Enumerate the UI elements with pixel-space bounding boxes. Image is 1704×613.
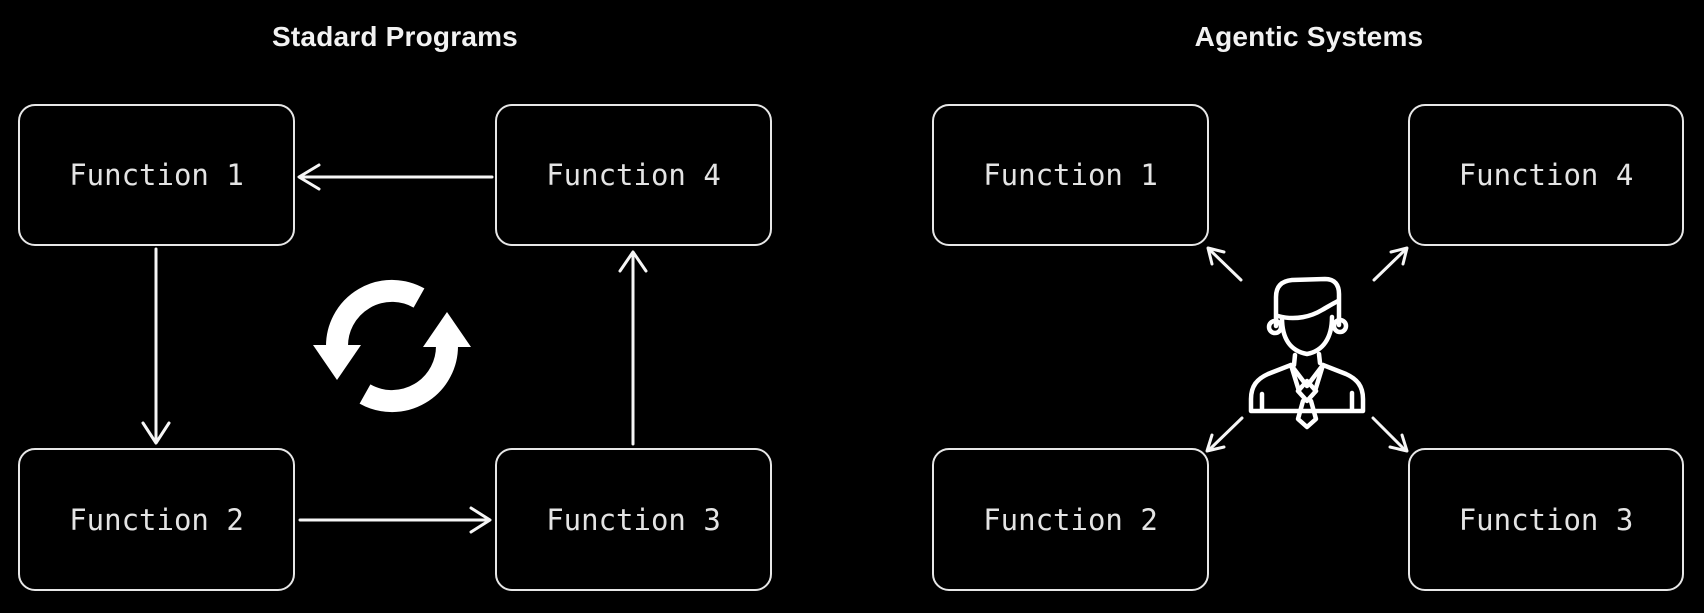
- left-function-1-box: Function 1: [18, 104, 295, 246]
- person-icon: [1248, 276, 1366, 430]
- left-function-2-box: Function 2: [18, 448, 295, 591]
- left-function-3-label: Function 3: [546, 502, 721, 537]
- left-function-2-label: Function 2: [69, 502, 244, 537]
- left-function-1-label: Function 1: [69, 158, 244, 192]
- right-function-2-box: Function 2: [932, 448, 1209, 591]
- left-function-4-label: Function 4: [546, 158, 721, 192]
- arrow-person-to-function4: [1372, 246, 1409, 282]
- arrow-function4-to-function1: [297, 163, 494, 191]
- right-function-4-box: Function 4: [1408, 104, 1684, 246]
- right-function-2-label: Function 2: [983, 502, 1158, 537]
- arrow-person-to-function2: [1205, 416, 1244, 453]
- right-panel-title: Agentic Systems: [1194, 21, 1424, 52]
- arrow-person-to-function3: [1371, 416, 1409, 453]
- right-function-4-label: Function 4: [1458, 158, 1634, 192]
- arrow-function1-to-function2: [141, 247, 171, 445]
- left-panel-title: Stadard Programs: [272, 21, 518, 52]
- right-function-1-label: Function 1: [983, 158, 1158, 192]
- right-function-1-box: Function 1: [932, 104, 1209, 246]
- right-function-3-label: Function 3: [1458, 502, 1634, 537]
- arrow-person-to-function1: [1206, 246, 1243, 282]
- arrow-function3-to-function4: [618, 250, 648, 446]
- arrow-function2-to-function3: [298, 506, 492, 534]
- cycle-sync-icon: [313, 279, 471, 413]
- left-function-4-box: Function 4: [495, 104, 772, 246]
- right-function-3-box: Function 3: [1408, 448, 1684, 591]
- left-function-3-box: Function 3: [495, 448, 772, 591]
